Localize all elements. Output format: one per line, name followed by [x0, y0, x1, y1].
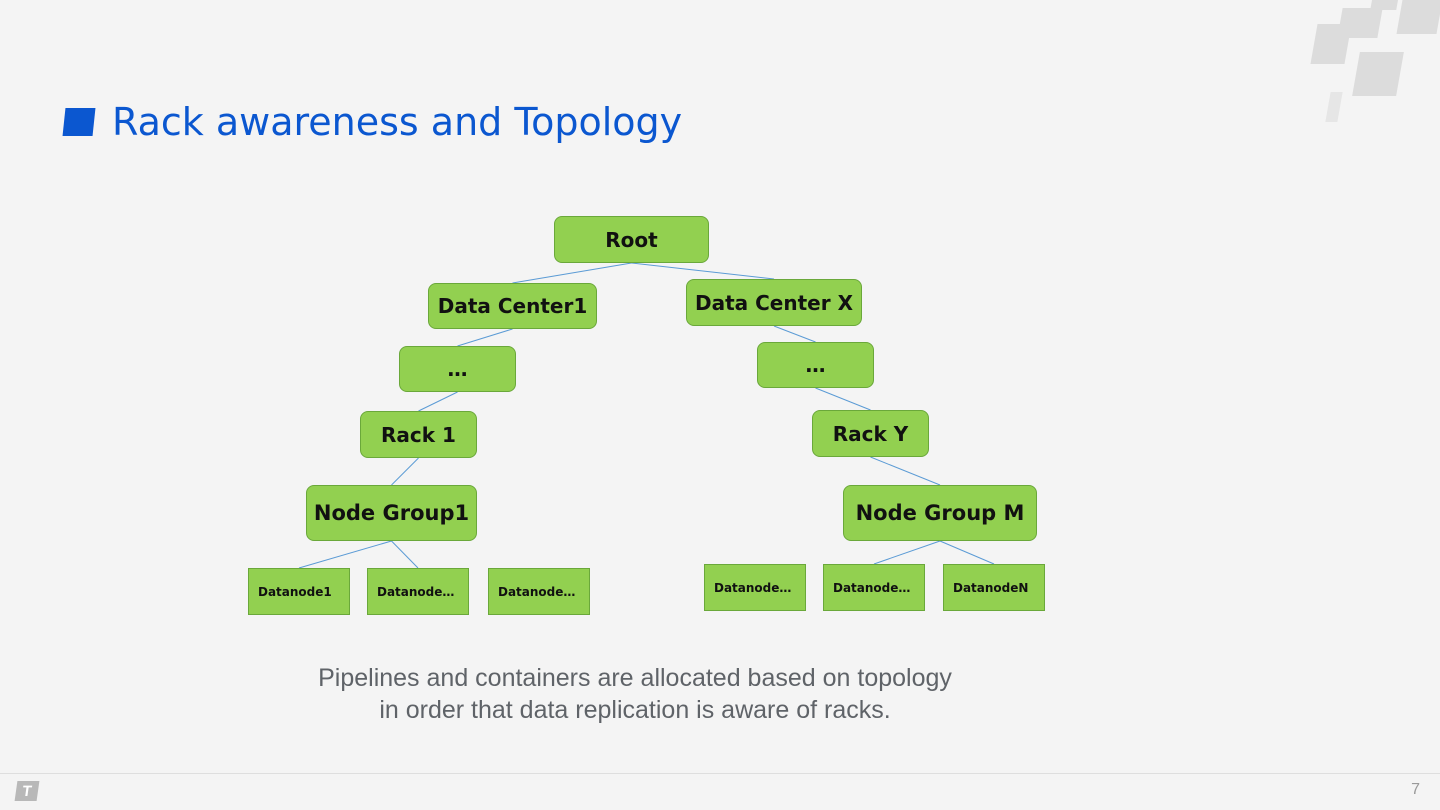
page-number: 7	[1411, 781, 1420, 798]
footer-logo-icon: T	[14, 781, 40, 801]
datanode-3: Datanode…	[488, 568, 590, 615]
link-ng1-dn2	[391, 540, 419, 569]
link-root-dc1	[512, 262, 632, 284]
datanode-1: Datanode1	[248, 568, 350, 615]
node-ellipsis-left: …	[399, 346, 516, 392]
footer-divider	[0, 773, 1440, 774]
datanode-2: Datanode…	[367, 568, 469, 615]
link-dots_left-rack1	[418, 391, 458, 412]
node-ellipsis-right: …	[757, 342, 874, 388]
link-dcx-dots_right	[773, 325, 816, 343]
caption-line-2: in order that data replication is aware …	[379, 696, 891, 724]
link-dots_right-racky	[815, 387, 871, 411]
link-rack1-ng1	[391, 457, 419, 486]
link-ngm-dn6	[939, 540, 995, 565]
caption-line-1: Pipelines and containers are allocated b…	[318, 664, 952, 692]
link-root-dcx	[631, 262, 775, 280]
node-rack-y: Rack Y	[812, 410, 929, 457]
link-racky-ngm	[870, 456, 941, 486]
slide-title-row: Rack awareness and Topology	[62, 92, 683, 152]
link-ng1-dn1	[298, 540, 392, 569]
datanode-5: Datanode…	[823, 564, 925, 611]
datanode-4: Datanode…	[704, 564, 806, 611]
node-rack-1: Rack 1	[360, 411, 477, 458]
link-dc1-dots_left	[457, 328, 513, 347]
node-data-center-1: Data Center1	[428, 283, 597, 329]
slide-title: Rack awareness and Topology	[112, 100, 683, 144]
node-group-1: Node Group1	[306, 485, 477, 541]
node-root: Root	[554, 216, 709, 263]
link-ngm-dn5	[873, 540, 941, 565]
node-group-m: Node Group M	[843, 485, 1037, 541]
slide-caption: Pipelines and containers are allocated b…	[220, 662, 1050, 726]
datanode-n: DatanodeN	[943, 564, 1045, 611]
node-data-center-x: Data Center X	[686, 279, 862, 326]
